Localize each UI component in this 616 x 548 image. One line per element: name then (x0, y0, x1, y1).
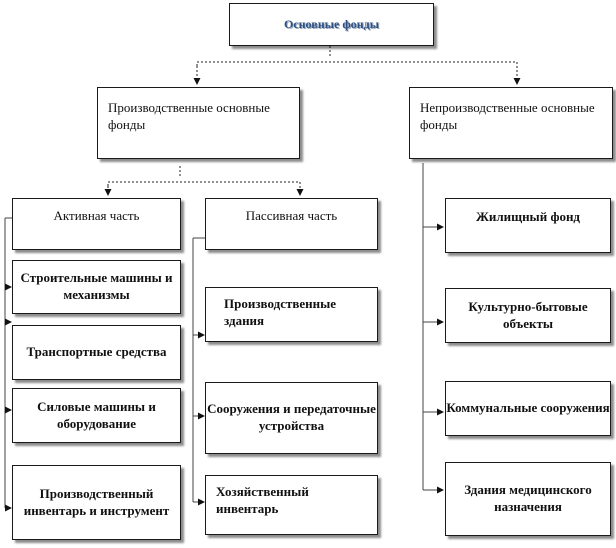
nonprod-item-2: Культурно-бытовые объекты (445, 288, 611, 343)
active-part-node: Активная часть (12, 198, 181, 250)
passive-item-1-label: Производственные здания (224, 296, 337, 328)
root-branch-line (196, 61, 518, 66)
active-item-4: Производственный инвентарь и инструмент (12, 465, 181, 540)
production-node: Производственные основные фонды (97, 87, 300, 159)
passive-item-2-label: Сооружения и передаточные устройства (207, 401, 376, 433)
active-item-2-label: Транспортные средства (26, 344, 167, 360)
nonprod-item-1-label: Жилищный фонд (475, 209, 581, 224)
passive-item-3: Хозяйственный инвентарь (205, 475, 378, 535)
production-branch-line (107, 181, 301, 186)
nonprod-item-2-label: Культурно-бытовые объекты (468, 298, 588, 331)
active-part-label: Активная часть (53, 208, 140, 223)
nonproduction-node: Непроизводственные основные фонды (409, 87, 613, 159)
production-node-label: Производственные основные фонды (108, 100, 270, 132)
passive-item-3-label: Хозяйственный инвентарь (216, 484, 309, 516)
passive-part-label: Пассивная часть (245, 208, 338, 223)
nonprod-item-3-label: Коммунальные сооружения (446, 400, 610, 416)
passive-item-2: Сооружения и передаточные устройства (205, 382, 378, 454)
nonprod-item-4-label: Здания медицинского назначения (464, 482, 592, 514)
active-item-3: Силовые машины и оборудование (12, 388, 181, 443)
passive-item-1: Производственные здания (205, 287, 378, 342)
nonproduction-node-label: Непроизводственные основные фонды (420, 100, 595, 132)
root-node-label: Основные фонды (283, 16, 380, 31)
active-item-3-label: Силовые машины и оборудование (37, 398, 156, 431)
active-item-1-label: Строительные машины и механизмы (20, 270, 173, 302)
active-item-4-label: Производственный инвентарь и инструмент (23, 485, 170, 518)
nonprod-item-1: Жилищный фонд (445, 198, 611, 253)
passive-part-node: Пассивная часть (205, 198, 378, 250)
active-item-1: Строительные машины и механизмы (12, 260, 181, 314)
active-item-2: Транспортные средства (12, 325, 181, 380)
root-node: Основные фонды (229, 3, 434, 46)
nonprod-item-3: Коммунальные сооружения (445, 381, 611, 436)
nonprod-item-4: Здания медицинского назначения (445, 462, 611, 536)
